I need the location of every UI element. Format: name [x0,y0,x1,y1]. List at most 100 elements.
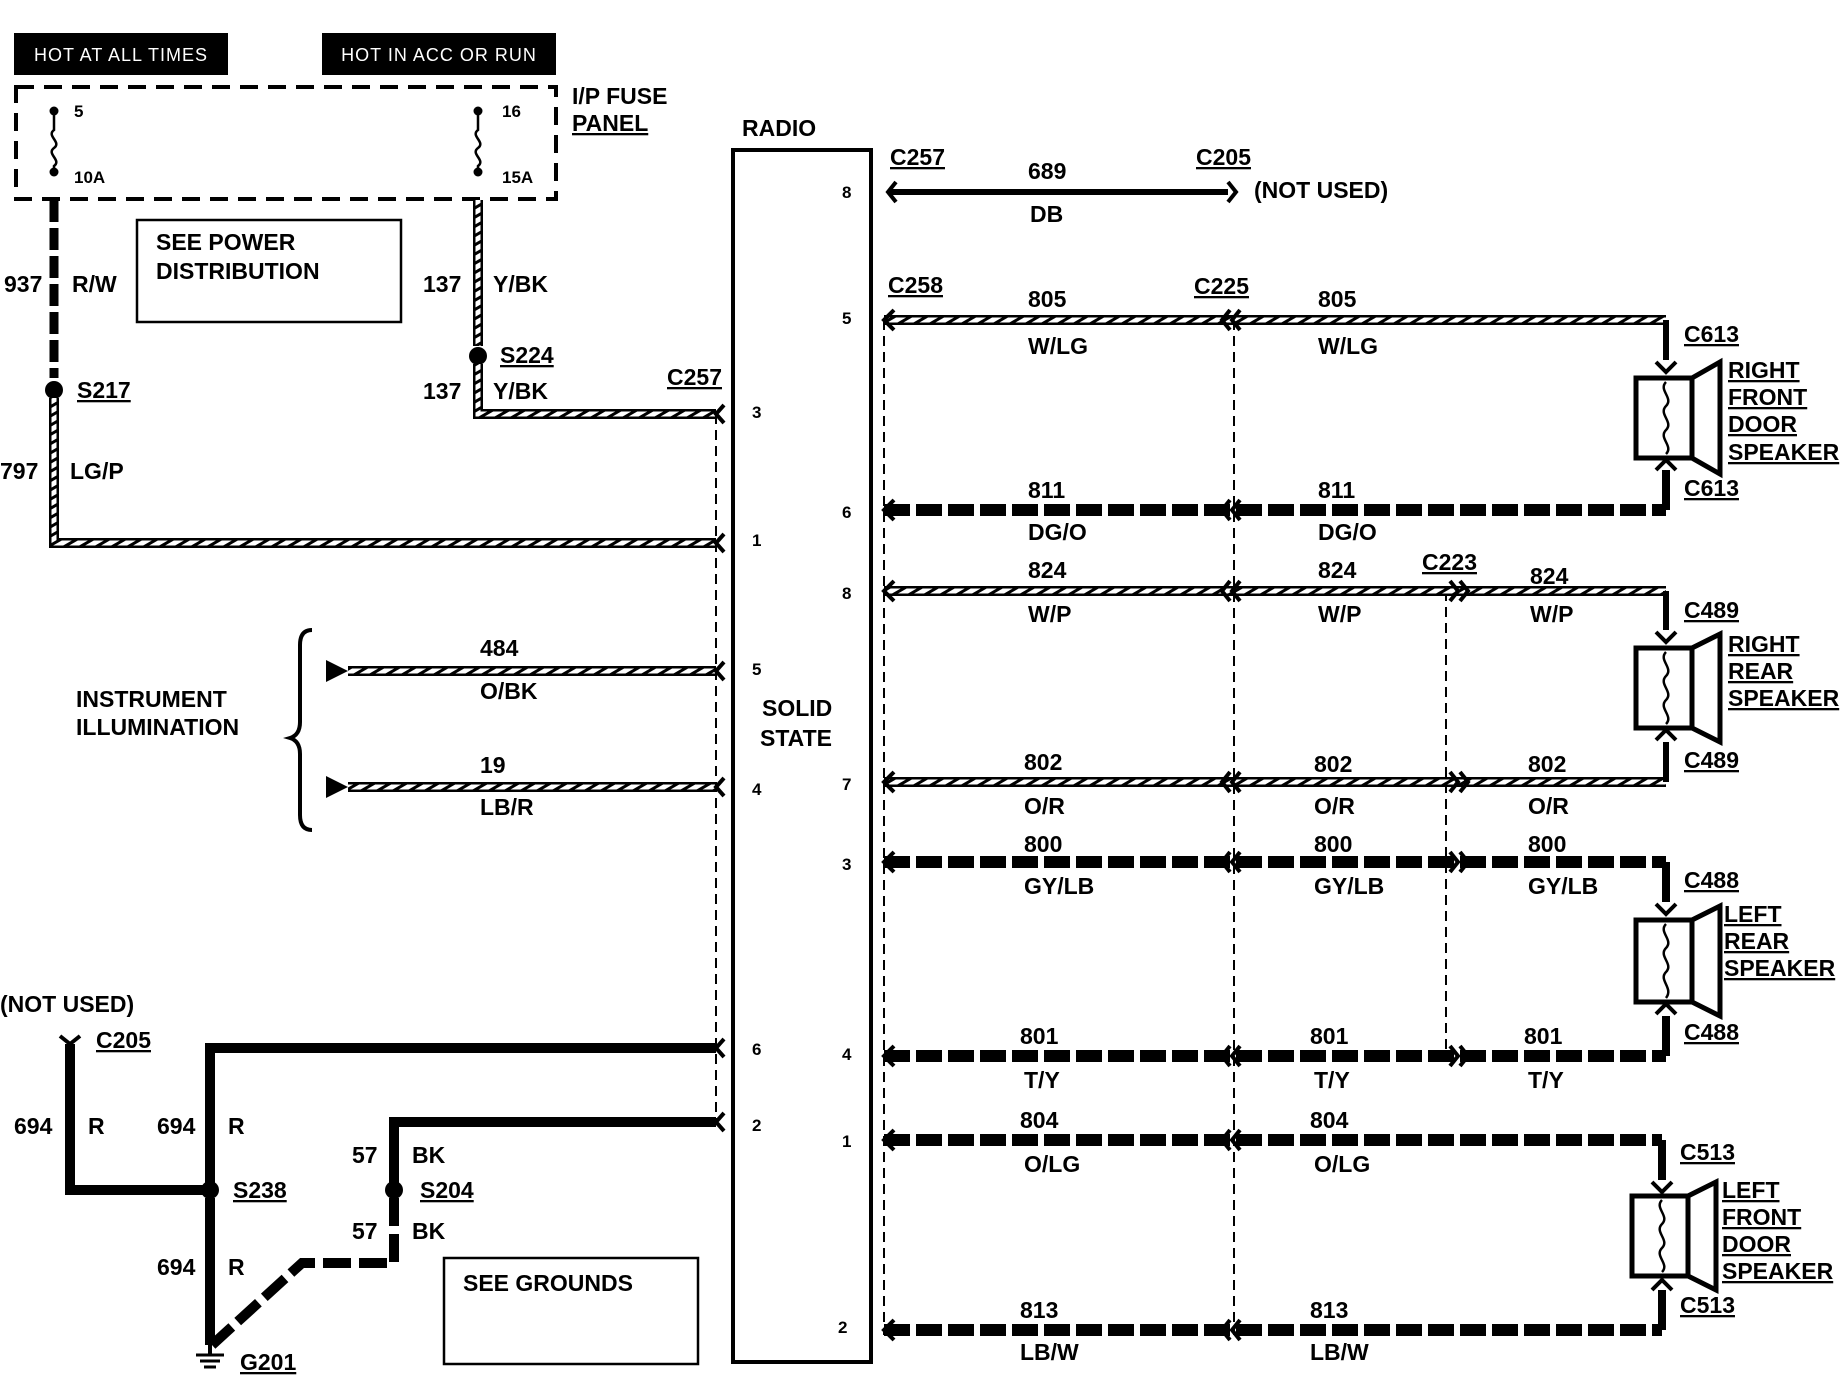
right-rear-speaker: C489 C489 RIGHT REAR SPEAKER [1633,597,1840,773]
wire-694b: 694 R [157,1043,716,1190]
wire-57b: 57 BK [208,1198,446,1349]
connector-c488-top: C488 [1684,867,1739,893]
header-hot-in-acc-or-run-label: HOT IN ACC OR RUN [341,45,537,65]
radio-title: RADIO [742,115,816,141]
rf-speaker-cone-icon [1689,357,1723,479]
wire-801a-circuit: 801 [1020,1023,1059,1049]
fuse-b-number: 16 [502,102,521,121]
wire-802b-color: O/R [1314,793,1355,819]
illumination-label-2: ILLUMINATION [76,714,239,740]
lf-speaker-label-0: LEFT [1722,1177,1780,1203]
wire-804b-color: O/LG [1314,1151,1370,1177]
wire-57a: 57 BK [352,1117,716,1190]
radio-left-pin-4: 6 [752,1040,761,1059]
wire-801b-color: T/Y [1314,1067,1350,1093]
radio-right-pin-3: 8 [842,584,851,603]
wire-797-color: LG/P [70,458,124,484]
rr-speaker-label-1: REAR [1728,658,1794,684]
connector-c257-left: C257 [667,364,722,390]
c205-left-connector-icon [58,1034,82,1047]
radio-right-pin-6: 4 [842,1045,852,1064]
wire-694c-color: R [228,1254,245,1280]
radio-left-pin-3: 4 [752,780,762,799]
radio-left-pin-2: 5 [752,660,761,679]
fuse-a-rating: 10A [74,168,105,187]
wire-811a-color: DG/O [1028,519,1087,545]
wire-800b-circuit: 800 [1314,831,1352,857]
wire-802c-color: O/R [1528,793,1569,819]
wire-802c-circuit: 802 [1528,751,1566,777]
wire-800: 800 GY/LB 800 GY/LB 800 GY/LB [884,831,1670,902]
wire-57b-circuit: 57 [352,1218,378,1244]
wire-824b-circuit: 824 [1318,557,1357,583]
connector-c205-left: C205 [96,1027,151,1053]
wire-694a: 694 R [14,1044,210,1195]
see-power-distribution-box: SEE POWER DISTRIBUTION [135,218,403,324]
connector-c257-right: C257 [890,144,945,170]
rr-speaker-label-2: SPEAKER [1728,685,1840,711]
connector-c205-top: C205 [1196,144,1251,170]
wire-484: 484 O/BK [326,635,716,704]
wire-813b-circuit: 813 [1310,1297,1348,1323]
radio-left-pin-1: 1 [752,531,761,550]
splice-s204-dot [385,1181,403,1199]
wire-797-circuit: 797 [0,458,38,484]
wire-137a-circuit: 137 [423,271,461,297]
splice-s217-dot [45,381,63,399]
wire-19-arrow-icon [326,776,348,798]
wire-800a-circuit: 800 [1024,831,1062,857]
wire-689-color: DB [1030,201,1063,227]
wire-57a-color: BK [412,1142,446,1168]
wire-824a-circuit: 824 [1028,557,1067,583]
fuse-b-icon [474,111,482,172]
wire-800a-color: GY/LB [1024,873,1094,899]
rr-speaker-label-0: RIGHT [1728,631,1800,657]
wire-484-circuit: 484 [480,635,519,661]
wire-802: 802 O/R 802 O/R 802 O/R [884,742,1669,819]
wire-805a-color: W/LG [1028,333,1088,359]
wire-800b-color: GY/LB [1314,873,1384,899]
splice-s238-label: S238 [233,1177,287,1203]
connector-c488-bottom: C488 [1684,1019,1739,1045]
wire-137b: 137 Y/BK [423,364,716,419]
wire-804b-circuit: 804 [1310,1107,1349,1133]
wire-801c-circuit: 801 [1524,1023,1563,1049]
radio-left-connector-icons [713,403,726,1133]
not-used-right: (NOT USED) [1254,177,1388,203]
wire-824a-color: W/P [1028,601,1071,627]
wire-804a-circuit: 804 [1020,1107,1059,1133]
solid-state-line2: STATE [760,725,832,751]
wire-824: 824 W/P 824 W/P 824 W/P [884,557,1669,630]
wire-19-color: LB/R [480,794,534,820]
fuse-panel-label-2: PANEL [572,110,648,136]
radio-right-pin-2: 6 [842,503,851,522]
lr-speaker-label-2: SPEAKER [1724,955,1836,981]
connector-c489-bottom: C489 [1684,747,1739,773]
connector-c489-top: C489 [1684,597,1739,623]
radio-right-pin-8: 2 [838,1318,847,1337]
wire-484-color: O/BK [480,678,538,704]
wire-805a-circuit: 805 [1028,286,1067,312]
wire-805: 805 W/LG 805 W/LG [884,286,1669,360]
wire-694a-color: R [88,1113,105,1139]
wire-57b-color: BK [412,1218,446,1244]
wire-813a-color: LB/W [1020,1339,1079,1365]
radio-right-pin-0: 8 [842,183,851,202]
wire-801b-circuit: 801 [1310,1023,1349,1049]
fuse-b-rating: 15A [502,168,533,187]
wire-801a-color: T/Y [1024,1067,1060,1093]
right-connector-icons [881,308,1471,1342]
wire-694b-color: R [228,1113,245,1139]
see-grounds-box: SEE GROUNDS [442,1256,700,1366]
rf-speaker-label-2: DOOR [1728,411,1797,437]
lf-speaker-label-1: FRONT [1722,1204,1801,1230]
not-used-left: (NOT USED) [0,991,134,1017]
connector-c223: C223 [1422,549,1477,575]
wire-802a-circuit: 802 [1024,749,1062,775]
rf-speaker-label-1: FRONT [1728,384,1807,410]
header-hot-in-acc-or-run: HOT IN ACC OR RUN [322,33,556,75]
wire-689-circuit: 689 [1028,158,1066,184]
radio-left-pin-5: 2 [752,1116,761,1135]
radio-right-pin-7: 1 [842,1132,851,1151]
ground-g201-icon [196,1345,224,1369]
